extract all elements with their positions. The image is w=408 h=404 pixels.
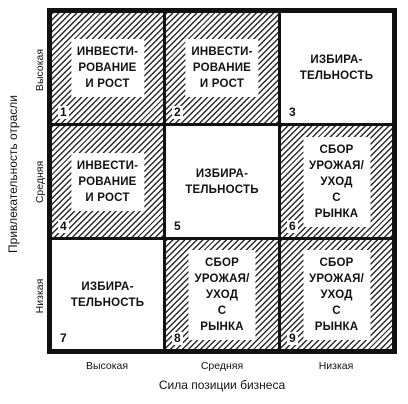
cell-number: 7: [58, 331, 69, 345]
cell-label: ИНВЕСТИ- РОВАНИЕ И РОСТ: [70, 39, 145, 97]
matrix-cell-3: ИЗБИРА- ТЕЛЬНОСТЬ 3: [279, 11, 394, 125]
matrix-cell-4: ИНВЕСТИ- РОВАНИЕ И РОСТ 4: [50, 124, 165, 239]
cell-label: СБОР УРОЖАЯ/ УХОД С РЫНКА: [188, 249, 256, 340]
cell-label: СБОР УРОЖАЯ/ УХОД С РЫНКА: [302, 136, 371, 227]
cell-number: 3: [287, 105, 298, 119]
matrix-cell-6: СБОР УРОЖАЯ/ УХОД С РЫНКА 6: [279, 124, 394, 239]
col-label-high: Высокая: [85, 360, 129, 372]
cell-label: ИЗБИРА- ТЕЛЬНОСТЬ: [183, 163, 261, 200]
x-axis-title: Сила позиции бизнеса: [158, 378, 286, 392]
row-label-low: Низкая: [34, 278, 46, 314]
matrix-cell-2: ИНВЕСТИ- РОВАНИЕ И РОСТ 2: [164, 11, 280, 125]
matrix-cell-5: ИЗБИРА- ТЕЛЬНОСТЬ 5: [164, 124, 280, 239]
cell-label: ИЗБИРА- ТЕЛЬНОСТЬ: [68, 276, 147, 313]
cell-number: 5: [172, 219, 183, 233]
cell-label: ИНВЕСТИ- РОВАНИЕ И РОСТ: [70, 152, 145, 211]
cell-number: 9: [287, 331, 298, 345]
cell-label: ИНВЕСТИ- РОВАНИЕ И РОСТ: [185, 39, 259, 97]
cell-number: 4: [58, 219, 69, 233]
cell-number: 1: [58, 105, 69, 119]
matrix-cell-9: СБОР УРОЖАЯ/ УХОД С РЫНКА 9: [279, 238, 394, 351]
matrix-cell-7: ИЗБИРА- ТЕЛЬНОСТЬ 7: [50, 238, 165, 351]
row-label-medium: Средняя: [34, 160, 46, 204]
cell-label: ИЗБИРА- ТЕЛЬНОСТЬ: [297, 50, 376, 86]
cell-number: 6: [287, 219, 298, 233]
col-label-low: Низкая: [318, 360, 354, 372]
y-axis-title: Привлекательность отрасли: [6, 95, 20, 253]
matrix-cell-1: ИНВЕСТИ- РОВАНИЕ И РОСТ 1: [50, 11, 165, 125]
matrix-cell-8: СБОР УРОЖАЯ/ УХОД С РЫНКА 8: [164, 238, 280, 351]
cell-number: 8: [172, 331, 183, 345]
row-label-high: Высокая: [34, 48, 46, 92]
col-label-medium: Средняя: [200, 360, 244, 372]
cell-number: 2: [172, 105, 183, 119]
ge-mckinsey-matrix: ИНВЕСТИ- РОВАНИЕ И РОСТ 1 ИНВЕСТИ- РОВАН…: [47, 8, 397, 354]
cell-label: СБОР УРОЖАЯ/ УХОД С РЫНКА: [302, 249, 371, 340]
